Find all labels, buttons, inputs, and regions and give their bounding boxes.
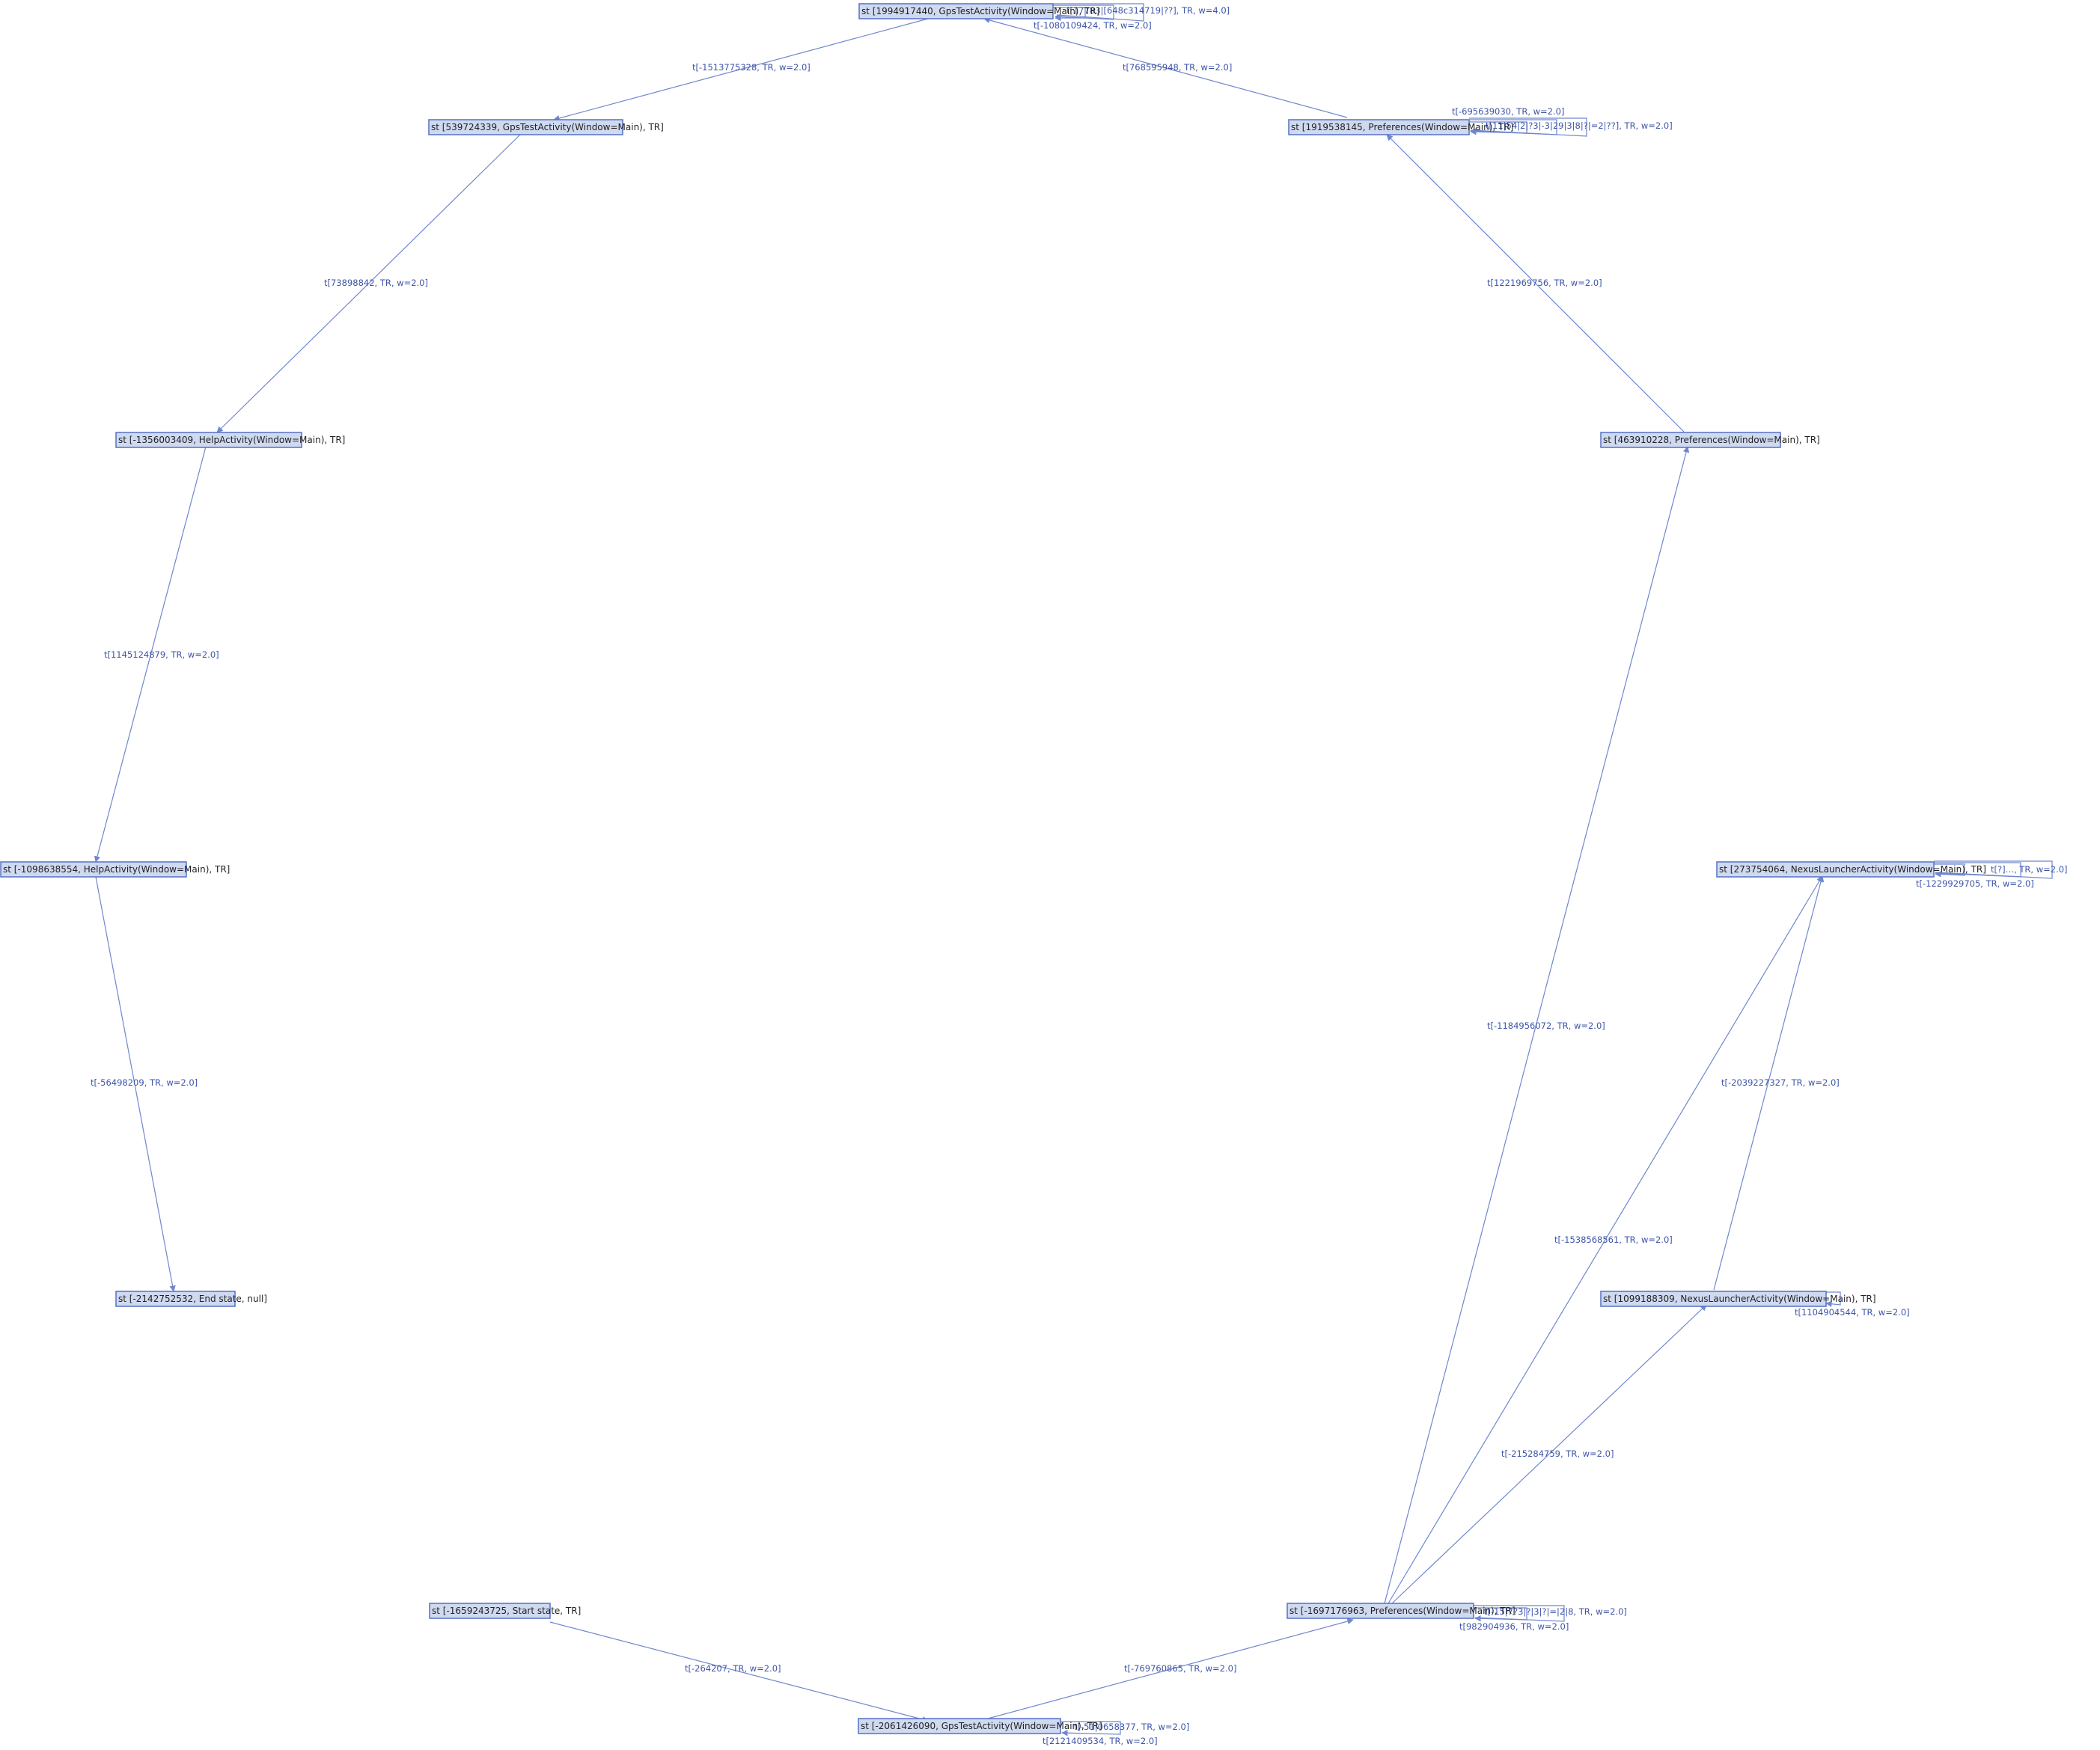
self-loop-n11 bbox=[1060, 1721, 1121, 1737]
state-node-label: st [-1356003409, HelpActivity(Window=Mai… bbox=[118, 435, 345, 445]
edge-n5-n7 bbox=[95, 876, 176, 1292]
state-node-label: st [-2061426090, GpsTestActivity(Window=… bbox=[861, 1721, 1102, 1731]
state-node-label: st [1994917440, GpsTestActivity(Window=M… bbox=[861, 6, 1099, 16]
self-loop-label: t[982904936, TR, w=2.0] bbox=[1459, 1621, 1569, 1632]
self-loop-label: t[-1080109424, TR, w=2.0] bbox=[1034, 20, 1152, 31]
self-loop-n0 bbox=[1053, 7, 1086, 22]
state-node[interactable]: st [273754064, NexusLauncherActivity(Win… bbox=[1716, 861, 1986, 878]
edge-label: t[-1513775328, TR, w=2.0] bbox=[692, 62, 811, 73]
edge-n8-n6 bbox=[1713, 875, 1825, 1291]
self-loop-label: t[17783|[648c314719|??], TR, w=4.0] bbox=[1066, 5, 1230, 16]
self-loop-label: t[-1229929705, TR, w=2.0] bbox=[1916, 878, 2034, 889]
state-node[interactable]: st [1919538145, Preferences(Window=Main)… bbox=[1288, 119, 1513, 135]
state-node-label: st [-1697176963, Preferences(Window=Main… bbox=[1289, 1606, 1516, 1616]
edge-n0-n1 bbox=[553, 18, 929, 122]
state-node[interactable]: st [-1356003409, HelpActivity(Window=Mai… bbox=[115, 432, 345, 448]
self-loop-n6 bbox=[1934, 863, 1965, 878]
state-node[interactable]: st [-2061426090, GpsTestActivity(Window=… bbox=[858, 1718, 1102, 1734]
edge-label: t[-2039227327, TR, w=2.0] bbox=[1721, 1077, 1840, 1088]
state-node-label: st [273754064, NexusLauncherActivity(Win… bbox=[1719, 864, 1986, 875]
self-loop-label: t[-15|7?3|?|3|?|=|2|8, TR, w=2.0] bbox=[1484, 1606, 1627, 1617]
state-node-label: st [1919538145, Preferences(Window=Main)… bbox=[1291, 122, 1513, 132]
state-node[interactable]: st [-1697176963, Preferences(Window=Main… bbox=[1286, 1603, 1516, 1619]
edge-label: t[-264207, TR, w=2.0] bbox=[685, 1663, 781, 1674]
self-loop-n2 bbox=[1469, 117, 1587, 137]
state-node[interactable]: st [539724339, GpsTestActivity(Window=Ma… bbox=[428, 119, 664, 135]
self-loop-label: t[11|54|2|?3|-3|29|3|8|?|=2|??], TR, w=2… bbox=[1486, 120, 1673, 131]
self-loops bbox=[1053, 3, 2053, 1737]
nodes: st [1994917440, GpsTestActivity(Window=M… bbox=[0, 3, 1986, 1734]
self-loop-n6 bbox=[1934, 860, 2053, 879]
edge-label: t[73898842, TR, w=2.0] bbox=[324, 278, 428, 288]
edge-n10-n6 bbox=[1388, 875, 1823, 1604]
state-node[interactable]: st [-1659243725, Start state, TR] bbox=[429, 1603, 581, 1619]
state-node[interactable]: st [-1098638554, HelpActivity(Window=Mai… bbox=[0, 861, 230, 878]
edge-n9-n11 bbox=[549, 1621, 929, 1723]
self-loop-n0 bbox=[1053, 3, 1144, 22]
state-node[interactable]: st [1099188309, NexusLauncherActivity(Wi… bbox=[1600, 1291, 1876, 1307]
self-loop-n10 bbox=[1474, 1605, 1565, 1622]
edge-label: t[-215284759, TR, w=2.0] bbox=[1501, 1448, 1614, 1459]
edges bbox=[94, 16, 1825, 1723]
state-node-label: st [1099188309, NexusLauncherActivity(Wi… bbox=[1603, 1294, 1876, 1304]
self-loop-n8 bbox=[1825, 1291, 1841, 1307]
self-loop-label: t[?]…, TR, w=2.0] bbox=[1991, 864, 2068, 875]
edge-label: t[-1184956072, TR, w=2.0] bbox=[1487, 1021, 1605, 1031]
edge-label: t[768595948, TR, w=2.0] bbox=[1123, 62, 1232, 73]
edge-n10-n4 bbox=[1384, 446, 1690, 1604]
state-node-label: st [539724339, GpsTestActivity(Window=Ma… bbox=[431, 122, 664, 132]
state-node[interactable]: st [1994917440, GpsTestActivity(Window=M… bbox=[858, 3, 1099, 19]
edge-n10-n8 bbox=[1391, 1304, 1707, 1604]
edge-labels: t[-1513775328, TR, w=2.0] t[768595948, T… bbox=[91, 62, 1840, 1674]
state-node-label: st [463910228, Preferences(Window=Main),… bbox=[1603, 435, 1820, 445]
state-node-label: st [-2142752532, End state, null] bbox=[118, 1294, 267, 1304]
self-loop-label: t[-51|0658377, TR, w=2.0] bbox=[1074, 1722, 1189, 1732]
edge-label: t[-1538568561, TR, w=2.0] bbox=[1554, 1235, 1673, 1245]
edge-label: t[1145124879, TR, w=2.0] bbox=[104, 649, 219, 660]
self-loop-label: t[2121409534, TR, w=2.0] bbox=[1043, 1736, 1158, 1746]
self-loop-label: t[-695639030, TR, w=2.0] bbox=[1452, 106, 1564, 117]
self-loop-labels: t[17783|[648c314719|??], TR, w=4.0] t[-1… bbox=[1034, 5, 2068, 1746]
self-loop-n0 bbox=[1053, 4, 1114, 20]
edge-n11-n10 bbox=[987, 1618, 1354, 1719]
edge-label: t[-56498209, TR, w=2.0] bbox=[91, 1077, 198, 1088]
edge-n3-n5 bbox=[94, 446, 207, 863]
edge-label: t[-769760865, TR, w=2.0] bbox=[1124, 1663, 1236, 1674]
state-node[interactable]: st [-2142752532, End state, null] bbox=[115, 1291, 267, 1307]
edge-n2-n0 bbox=[983, 16, 1348, 118]
state-node[interactable]: st [463910228, Preferences(Window=Main),… bbox=[1600, 432, 1820, 448]
state-node-label: st [-1659243725, Start state, TR] bbox=[432, 1606, 581, 1616]
edge-n4-n2 bbox=[1386, 134, 1685, 432]
edge-n1-n3 bbox=[216, 134, 521, 433]
self-loop-label: t[1104904544, TR, w=2.0] bbox=[1795, 1307, 1910, 1318]
edge-label: t[1221969756, TR, w=2.0] bbox=[1487, 278, 1602, 288]
state-node-label: st [-1098638554, HelpActivity(Window=Mai… bbox=[3, 864, 230, 875]
